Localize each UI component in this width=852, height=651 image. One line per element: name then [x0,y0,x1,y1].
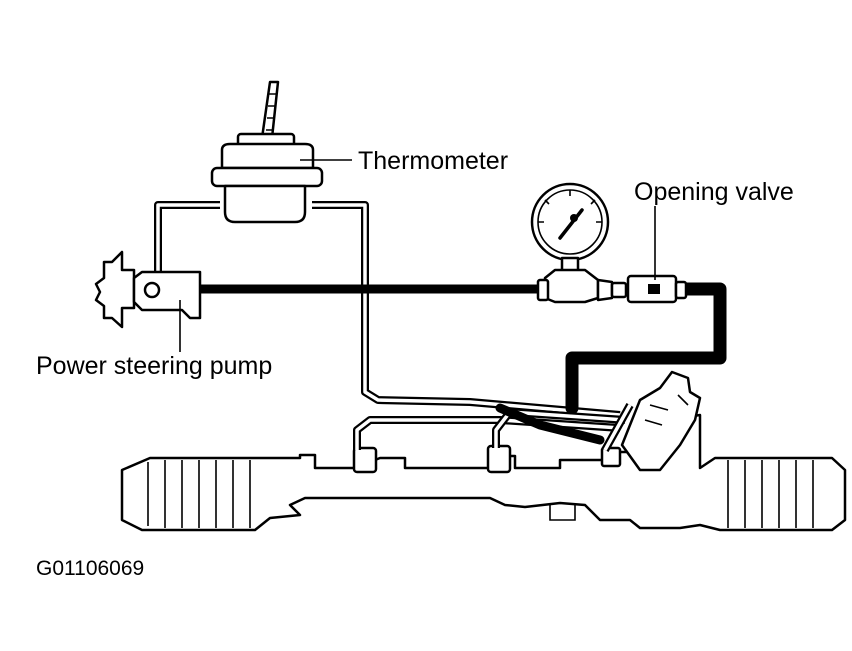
pressure-gauge [530,182,610,304]
figure-code: G01106069 [36,557,144,580]
leader-lines [179,159,656,352]
power-steering-pump [94,250,202,329]
steering-gear-housing [120,370,847,532]
opening-valve [596,274,688,304]
thermometer [210,80,324,224]
opening-valve-label: Opening valve [634,178,794,206]
pressure-hose [155,282,727,415]
power-steering-pump-label: Power steering pump [36,352,272,380]
thermometer-label: Thermometer [358,147,508,175]
